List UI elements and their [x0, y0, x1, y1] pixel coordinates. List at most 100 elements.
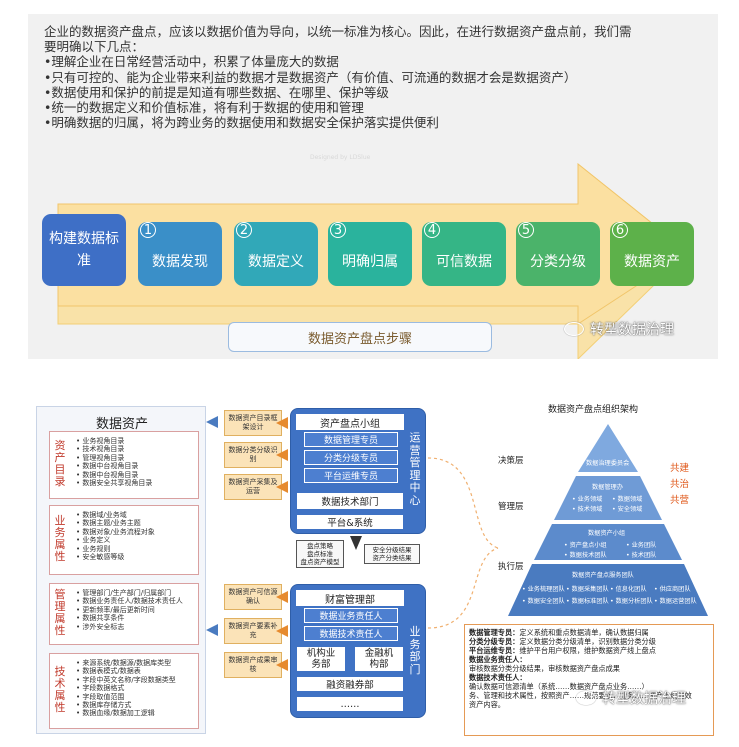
- desc-key: 数据业务责任人：: [469, 655, 527, 664]
- group-item: • 更新频率/最后更新时间: [76, 605, 155, 614]
- desc-value: 资产内容。: [469, 700, 505, 709]
- level-execution: 执行层: [498, 562, 524, 572]
- service-item: • 数据分析团队: [610, 598, 653, 605]
- group-item: • 数据主题/业务主题: [76, 519, 141, 528]
- left-arrow-icon: [206, 416, 218, 428]
- action-box: 数据资产可信源确认: [224, 584, 282, 610]
- asset-inventory-diagram: 数据资产 资产目录• 业务视角目录• 技术视角目录• 管理视角目录• 数据中台视…: [28, 388, 718, 740]
- wechat-icon: [564, 322, 584, 336]
- desc-key: 分类分级专员：: [469, 637, 520, 646]
- service-item: • 业务梳理团队: [522, 586, 565, 593]
- service-item: • 数据运营团队: [654, 598, 697, 605]
- desc-line: 数据业务责任人：: [469, 655, 709, 664]
- group-item: • 数据域/业务域: [76, 511, 127, 519]
- red-value: 共营: [670, 495, 690, 506]
- group-item: • 数据中台视角目录: [76, 462, 139, 471]
- desc-key: 平台运维专员：: [469, 646, 520, 655]
- step-label: 可信数据: [436, 254, 492, 270]
- desc-value: 维护平台用户权限，维护数据资产线上盘点: [519, 646, 656, 655]
- left-arrow-icon: [276, 481, 288, 493]
- role-description-box: 数据管理专员：定义系统和重点数据清单，确认数据归属分类分级专员：定义数据分类分级…: [464, 624, 714, 736]
- group-item: • 资产盘点小组: [564, 542, 607, 549]
- service-item: • 数据标准团队: [566, 598, 609, 605]
- platform-system: 平台&系统: [296, 514, 404, 530]
- faint-watermark: Designed by LDSlue: [310, 154, 371, 161]
- left-arrow-icon: [276, 659, 288, 671]
- intro-line: •明确数据的归属，将为跨业务的数据使用和数据安全保护落实提供便利: [44, 115, 439, 131]
- group-item: • 来源系统/数据源/数据库类型: [76, 659, 172, 667]
- desc-value: 定义数据分类分级清单，识别数据分类分级: [519, 637, 656, 646]
- group-items: • 数据域/业务域• 数据主题/业务主题• 数据对象/业务流程对象• 业务定义•…: [76, 511, 155, 561]
- level-management: 管理层: [498, 502, 524, 512]
- watermark-text: 转型数据治理: [602, 691, 686, 707]
- group-name: 管理属性: [54, 588, 66, 637]
- group-items: • 管理部门/生产部门/归属部门• 数据业务责任人/数据技术责任人• 更新频率/…: [76, 589, 183, 631]
- left-arrow-icon: [276, 449, 288, 461]
- ops-center-side-label: 运营管理中心: [409, 431, 421, 507]
- group-item: • 涉外安全标志: [76, 622, 125, 631]
- data-asset-panel: 数据资产 资产目录• 业务视角目录• 技术视角目录• 管理视角目录• 数据中台视…: [36, 406, 206, 734]
- intro-line: •只有可控的、能为企业带来利益的数据才是数据资产（有价值、可流通的数据才会是数据…: [44, 69, 577, 85]
- ops-role: 分类分级专员: [304, 450, 398, 465]
- desc-line: 分类分级专员：定义数据分类分级清单，识别数据分类分级: [469, 637, 709, 646]
- asset-group: 管理属性 • 管理部门/生产部门/归属部门• 数据业务责任人/数据技术责任人• 更…: [49, 583, 199, 645]
- desc-line: 确认数据可信源清单（系统……数据资产盘点业务……）: [469, 682, 709, 691]
- group-items: • 业务视角目录• 技术视角目录• 管理视角目录• 数据中台视角目录• 数据中台…: [76, 437, 152, 487]
- desc-line: 数据技术责任人：: [469, 673, 709, 682]
- action-box: 数据资产成果审核: [224, 652, 282, 678]
- desc-key: 数据管理专员：: [469, 628, 520, 637]
- service-item: • 信息化团队: [610, 586, 647, 593]
- left-arrow-icon: [276, 417, 288, 429]
- intro-line: 企业的数据资产盘点，应该以数据价值为导向，以统一标准为核心。因此，在进行数据资产…: [44, 24, 632, 39]
- office-item: • 技术领域: [572, 506, 603, 513]
- dept-financial: 金融机构部: [354, 646, 404, 672]
- step-number-badge: 2: [236, 222, 252, 238]
- step-number-badge: 6: [612, 222, 628, 238]
- watermark: 转型数据治理: [576, 688, 686, 708]
- dept-margin: 融资融券部: [296, 676, 404, 692]
- action-box: 数据分类分级识别: [224, 442, 282, 468]
- asset-group: 业务属性 • 数据域/业务域• 数据主题/业务主题• 数据对象/业务流程对象• 业…: [49, 505, 199, 575]
- group-item: • 管理部门/生产部门/归属部门: [76, 589, 172, 597]
- group-item: • 数据技术团队: [564, 552, 607, 559]
- group-item: • 数据表模式/数据表: [76, 667, 141, 676]
- wechat-icon: [576, 691, 596, 705]
- intro-line: 要明确以下几点：: [44, 39, 145, 55]
- desc-line: 资产内容。: [469, 700, 709, 709]
- step-build-standard: 构建数据标准: [42, 214, 126, 286]
- intro-text: 企业的数据资产盘点，应该以数据价值为导向，以统一标准为核心。因此，在进行数据资产…: [44, 24, 704, 130]
- step-number-badge: 5: [518, 222, 534, 238]
- group-item: • 数据共享条件: [76, 614, 125, 623]
- classification-note: 安全分级结果 资产分类结果: [364, 544, 420, 564]
- down-arrow: [350, 536, 362, 550]
- group-item: • 业务视角目录: [76, 437, 125, 445]
- left-arrow-icon: [276, 591, 288, 603]
- group-item: • 技术团队: [626, 552, 657, 559]
- service-item: • 数据采集团队: [566, 586, 609, 593]
- tech-dept: 数据技术部门: [296, 492, 404, 510]
- ops-role: 数据管理专员: [304, 432, 398, 447]
- left-arrow-icon: [276, 625, 288, 637]
- group-item: • 业务规则: [76, 544, 111, 553]
- step-number-badge: 1: [140, 222, 156, 238]
- group-item: • 数据中台视角目录: [76, 470, 139, 479]
- office-title: 数据管理办: [592, 484, 623, 491]
- group-item: • 技术视角目录: [76, 445, 125, 454]
- office-item: • 安全领域: [612, 506, 643, 513]
- biz-role: 数据技术责任人: [304, 626, 398, 641]
- group-items: • 来源系统/数据源/数据库类型• 数据表模式/数据表• 字段中英文名称/字段数…: [76, 659, 176, 718]
- ops-team-title: 资产盘点小组: [296, 414, 404, 430]
- office-item: • 业务领域: [572, 496, 603, 503]
- group-item: • 字段中英文名称/字段数据类型: [76, 675, 176, 684]
- group-item: • 数据库存储方式: [76, 701, 132, 710]
- group-name: 业务属性: [54, 514, 66, 563]
- watermark: 转型数据治理: [564, 319, 674, 339]
- top-committee: 数据治理委员会: [586, 460, 630, 467]
- group-item: • 安全敏感等级: [76, 553, 125, 562]
- group-item: • 业务团队: [626, 542, 657, 549]
- biz-role: 数据业务责任人: [304, 608, 398, 623]
